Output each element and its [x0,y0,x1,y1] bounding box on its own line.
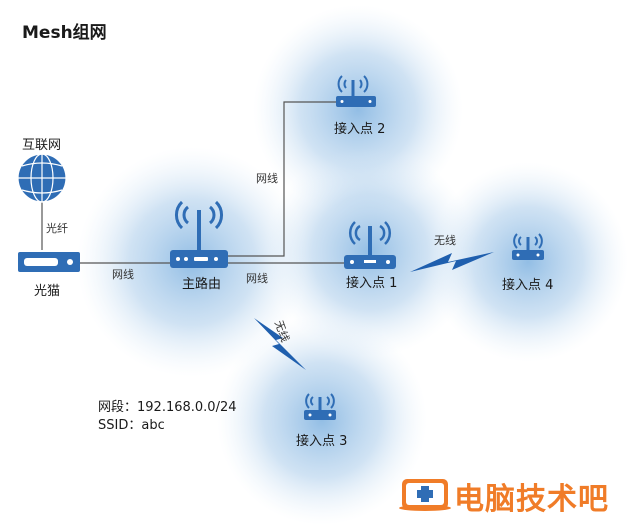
globe-icon [17,153,67,203]
modem-icon [18,252,80,272]
watermark-text: 电脑技术吧 [454,482,609,517]
ssid-text: SSID：abc [98,418,165,433]
wireless-bolt-ap1-ap4 [410,252,494,272]
ap4-icon [512,233,544,260]
ap2-label: 接入点 2 [334,122,386,137]
ap2-icon [336,75,376,107]
network-segment-text: 网段：192.168.0.0/24 [98,400,237,415]
link-label-router-ap2: 网线 [256,172,278,185]
ap1-icon [344,221,396,269]
ap1-label: 接入点 1 [346,276,398,291]
watermark: 电脑技术吧 [398,474,609,518]
main-router-icon [170,200,228,268]
cable-router-ap2 [228,101,338,257]
diagram-title: Mesh组网 [22,23,107,43]
ap3-label: 接入点 3 [296,434,348,449]
wireless-bolt-router-ap3 [254,318,306,370]
internet-label: 互联网 [22,138,62,153]
ap3-icon [304,393,336,420]
fiber-label: 光纤 [46,222,68,235]
coverage-ap4 [428,162,628,362]
ap4-label: 接入点 4 [502,278,554,293]
modem-label: 光猫 [34,284,61,299]
link-label-modem-router: 网线 [112,268,134,281]
main-router-label: 主路由 [182,277,222,292]
link-label-router-ap1: 网线 [246,272,268,285]
link-label-ap1-ap4: 无线 [434,234,456,247]
watermark-logo-icon [399,479,451,511]
